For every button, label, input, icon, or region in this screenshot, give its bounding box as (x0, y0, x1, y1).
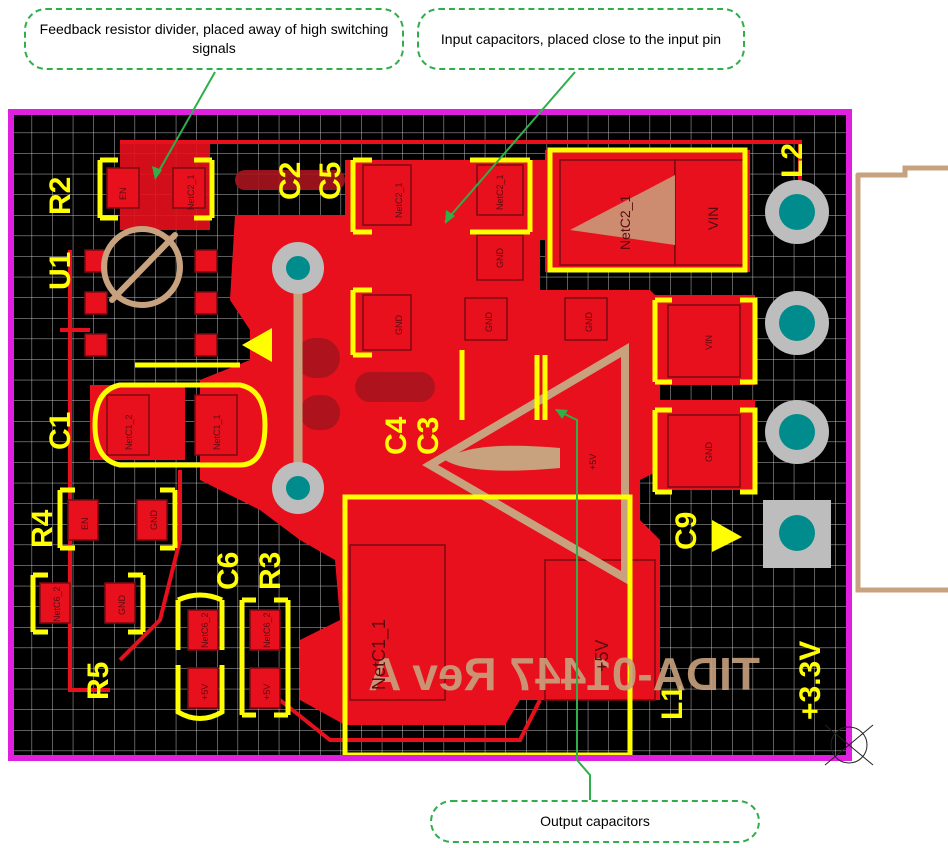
pad-label-c9-2: GND (704, 442, 714, 463)
bottom-silk (101, 165, 948, 593)
pad-label-gnd-mid2: GND (584, 312, 594, 333)
pad-label-r5-1: GND (117, 595, 127, 616)
pad-label-c6-1: +5V (200, 684, 210, 700)
through-holes (272, 180, 831, 568)
pad-label-r3-1: NetC6_2 (262, 612, 272, 648)
pad-label-c9-1: VIN (704, 335, 714, 350)
pad-label-r2-1: EN (118, 187, 128, 200)
designator-c5: C5 (314, 162, 347, 200)
designator-c6: C6 (212, 552, 245, 590)
designator-c1: C1 (44, 412, 77, 450)
pad-label-c3: +5V (588, 454, 598, 470)
designator-v33: +3.3V (794, 641, 827, 720)
designator-l2: L2 (776, 143, 809, 178)
pad-label-l1-0: +5V (592, 639, 612, 672)
soldermask-blobs (235, 170, 435, 430)
pad-label-c1-2: NetC1_2 (124, 414, 134, 450)
designator-c2: C2 (274, 162, 307, 200)
designator-c3: C3 (412, 417, 445, 455)
board-outline (8, 109, 852, 761)
board-name-mirrored: TIDA-01447 Rev A (368, 648, 760, 700)
pad-label-r4-2: EN (80, 517, 90, 530)
pad-label-r4-1: GND (149, 510, 159, 531)
origin-marker (824, 724, 874, 766)
pad-label-l2-2: NetC2_1 (617, 195, 633, 250)
esd-symbol (570, 175, 675, 245)
pad-label-c6-2: NetC6_2 (200, 612, 210, 648)
arrowheads (152, 166, 568, 419)
callout-feedback-divider: Feedback resistor divider, placed away o… (24, 8, 404, 70)
designator-l1: L1 (656, 685, 689, 720)
pad-label-c2-1: NetC2_1 (394, 182, 404, 218)
teardrop-mark (445, 445, 560, 471)
pad-label-gnd-mid: GND (484, 312, 494, 333)
pin1-markers (242, 328, 742, 552)
designator-c4: C4 (380, 416, 413, 455)
pad-label-c2-2: GND (394, 315, 404, 336)
callout-input-capacitors: Input capacitors, placed close to the in… (417, 8, 745, 70)
designator-r5: R5 (82, 662, 115, 700)
designator-r3: R3 (254, 552, 287, 590)
pad-label-r3-2: +5V (262, 684, 272, 700)
pad-label-c1-1: NetC1_1 (212, 414, 222, 450)
designator-c9: C9 (670, 512, 703, 550)
designator-r2: R2 (44, 177, 77, 215)
pad-label-r2-2: NetC2_1 (186, 174, 196, 210)
designator-r4: R4 (26, 509, 59, 548)
pad-label-l1-1: NetC1_1 (369, 619, 390, 690)
pad-label-c5-1: NetC2_1 (495, 174, 505, 210)
pad-label-r5-2: NetC6_2 (52, 586, 62, 622)
pads (39, 159, 746, 709)
callout-output-capacitors: Output capacitors (430, 800, 760, 843)
leader-lines (154, 71, 591, 800)
designator-u1: U1 (44, 252, 77, 290)
pad-label-l2-1: VIN (705, 207, 721, 230)
pad-label-c5-2: GND (495, 248, 505, 269)
